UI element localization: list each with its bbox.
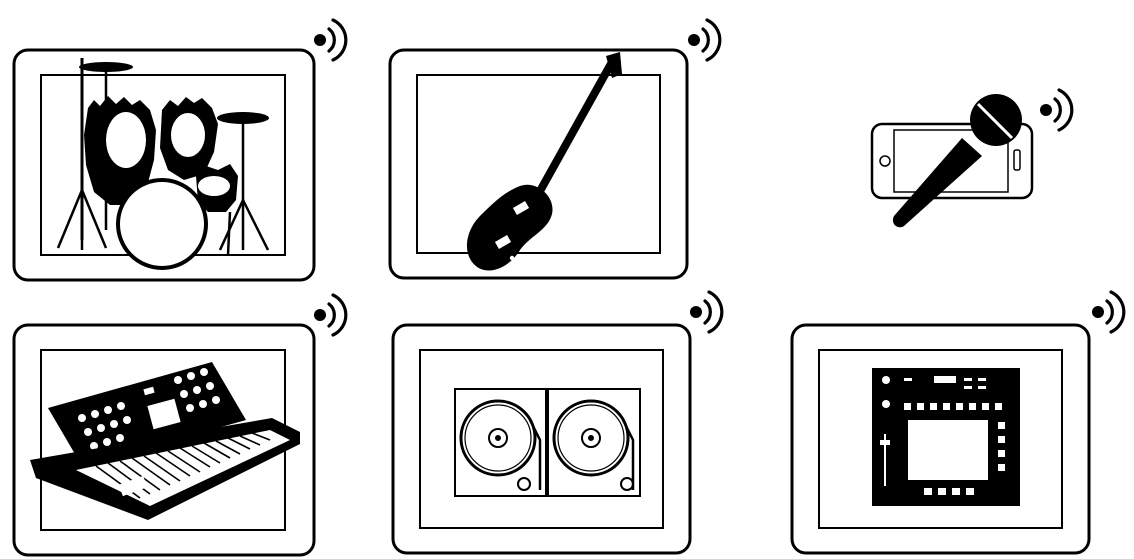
- pad-controller-device: [790, 290, 1126, 555]
- guitar-device: [388, 18, 722, 280]
- wifi-icon: [1090, 290, 1126, 334]
- microphone-icon: [892, 94, 1022, 228]
- wifi-icon: [686, 18, 722, 62]
- wifi-icon: [688, 290, 724, 334]
- wifi-icon: [312, 18, 348, 62]
- microphone-device: [870, 88, 1074, 228]
- dj-turntables-icon: [454, 388, 641, 497]
- turntables-device: [391, 290, 724, 555]
- wifi-icon: [1038, 88, 1074, 132]
- synthesizer-device: [12, 293, 348, 557]
- drum-pad-controller-icon: [872, 368, 1020, 506]
- wifi-icon: [312, 293, 348, 337]
- synthesizer-icon: [30, 362, 300, 520]
- drum-kit-icon: [56, 58, 270, 270]
- electric-guitar-icon: [466, 52, 622, 271]
- drum-kit-device: [12, 18, 348, 282]
